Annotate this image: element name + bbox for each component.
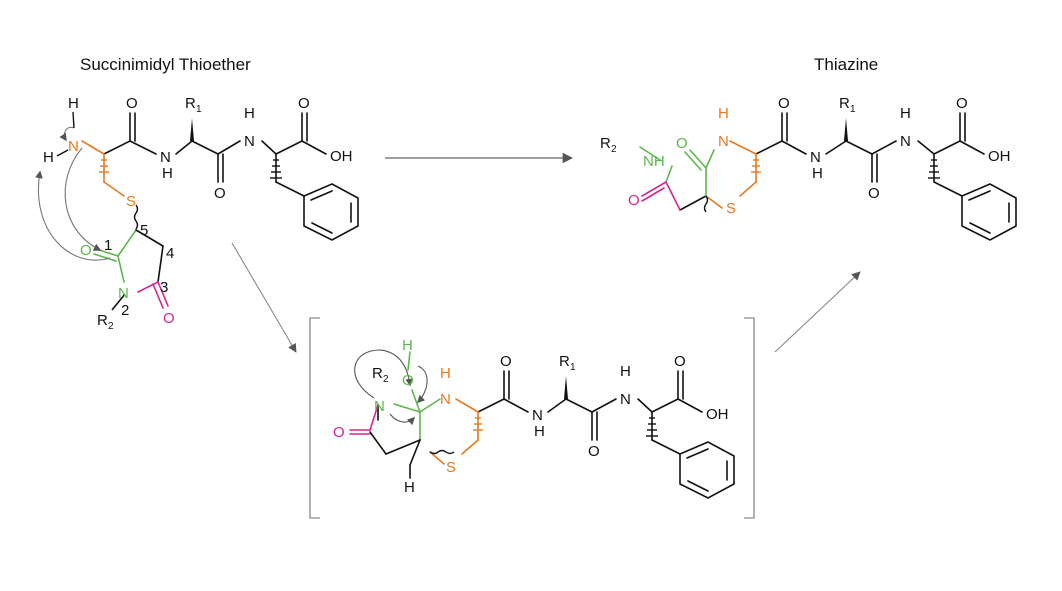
atom-label: H — [718, 105, 729, 122]
atom-label: N — [620, 391, 631, 408]
atom-label: R — [185, 95, 196, 112]
reaction-arrow-to-intermediate — [231, 242, 297, 353]
atom-label: O — [676, 135, 688, 152]
atom-label: H — [162, 165, 173, 182]
atom-label: N — [900, 133, 911, 150]
reaction-arrow-to-product — [774, 271, 861, 353]
atom-label: 2 — [108, 321, 114, 332]
atom-label: S — [126, 193, 136, 210]
title-succinimidyl-thioether: Succinimidyl Thioether — [80, 55, 251, 74]
atom-label: H — [244, 105, 255, 122]
atom-label: R — [372, 365, 383, 382]
atom-label: O — [778, 95, 790, 112]
atom-label: O — [402, 372, 414, 389]
atom-label: H — [812, 165, 823, 182]
atom-label: R — [600, 135, 611, 152]
atom-label: R — [559, 353, 570, 370]
atom-label: N — [68, 138, 79, 155]
atom-label: O — [80, 242, 92, 259]
atom-label: O — [868, 185, 880, 202]
atom-label: O — [956, 95, 968, 112]
atom-label: H — [440, 365, 451, 382]
atom-label: 1 — [570, 362, 576, 373]
atom-label: N — [374, 398, 385, 415]
atom-label: S — [726, 200, 736, 217]
atom-label: O — [214, 185, 226, 202]
atom-label: O — [500, 353, 512, 370]
atom-label: O — [588, 443, 600, 460]
atom-label: R — [839, 95, 850, 112]
atom-label: N — [440, 391, 451, 408]
atom-label: O — [674, 353, 686, 370]
atom-label: NH — [643, 153, 665, 170]
wedge-bond — [190, 118, 194, 141]
atom-label: N — [718, 133, 729, 150]
atom-label: O — [333, 424, 345, 441]
atom-label: OH — [330, 148, 353, 165]
atom-label: 2 — [383, 374, 389, 385]
atom-label: 1 — [850, 104, 856, 115]
ring-number-4: 4 — [166, 245, 174, 262]
atom-label: 2 — [611, 144, 617, 155]
atom-label: H — [68, 95, 79, 112]
atom-label: OH — [706, 406, 729, 423]
ring-number-3: 3 — [160, 279, 168, 296]
ring-number-2: 2 — [121, 302, 129, 319]
atom-label: H — [620, 363, 631, 380]
succinimidyl-thioether-structure: H H N O N H R 1 O H N O OH S O N O R 2 1… — [35, 95, 359, 332]
atom-label: H — [402, 337, 413, 354]
atom-label: O — [126, 95, 138, 112]
atom-label: OH — [988, 148, 1011, 165]
atom-label: O — [163, 310, 175, 327]
atom-label: N — [532, 407, 543, 424]
atom-label: N — [244, 133, 255, 150]
atom-label: H — [900, 105, 911, 122]
ring-number-1: 1 — [104, 237, 112, 254]
atom-label: N — [810, 149, 821, 166]
atom-label: 1 — [196, 104, 202, 115]
atom-label: H — [43, 149, 54, 166]
thiazine-structure: R 2 NH O O H N S O N H R 1 O H N O OH — [600, 95, 1017, 241]
atom-label: N — [118, 285, 129, 302]
title-thiazine: Thiazine — [814, 55, 878, 74]
atom-label: H — [404, 479, 415, 496]
atom-label: S — [446, 459, 456, 476]
atom-label: N — [160, 149, 171, 166]
atom-label: O — [628, 192, 640, 209]
atom-label: H — [534, 423, 545, 440]
atom-label: R — [97, 312, 108, 329]
ring-number-5: 5 — [140, 222, 148, 239]
atom-label: O — [298, 95, 310, 112]
intermediate-structure: H O R 2 N H N O S H O N H R 1 O H N O OH — [309, 317, 755, 519]
